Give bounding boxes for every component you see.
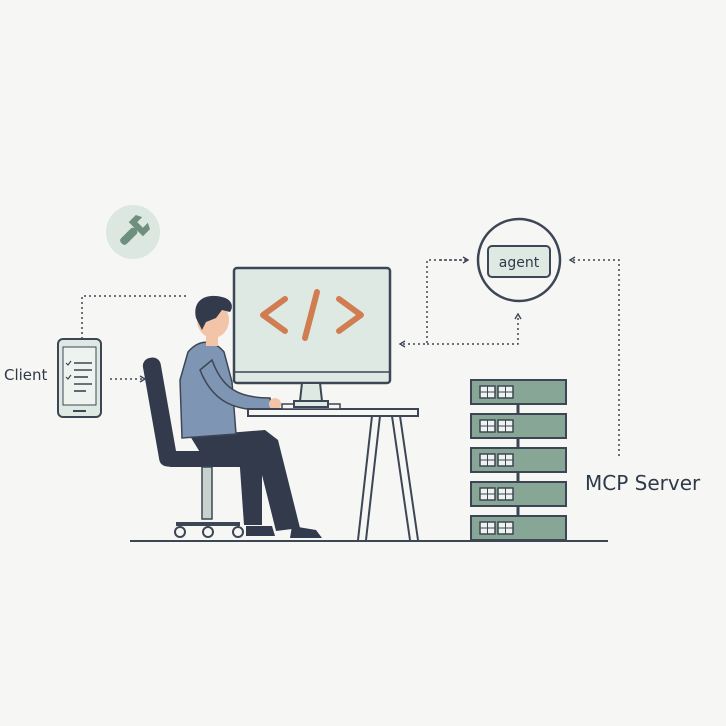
code-glyph xyxy=(260,289,364,341)
server-rack-icon xyxy=(470,379,567,541)
agent-to-monitor-connector xyxy=(398,259,466,348)
server-unit xyxy=(470,379,567,405)
server-to-agent-connector xyxy=(568,256,620,456)
phone-to-monitor-connector xyxy=(81,295,188,339)
monitor-to-agent-connector xyxy=(427,312,522,345)
server-unit xyxy=(470,447,567,473)
client-phone-icon xyxy=(57,338,102,418)
wrench-icon xyxy=(106,205,160,259)
agent-node xyxy=(476,217,562,303)
monitor-icon xyxy=(232,266,392,408)
server-unit xyxy=(470,481,567,507)
server-unit xyxy=(470,413,567,439)
developer-person-icon xyxy=(179,295,322,538)
server-label: MCP Server xyxy=(585,471,701,495)
client-label: Client xyxy=(4,366,48,384)
agent-label: agent xyxy=(499,255,540,271)
server-unit xyxy=(470,515,567,541)
